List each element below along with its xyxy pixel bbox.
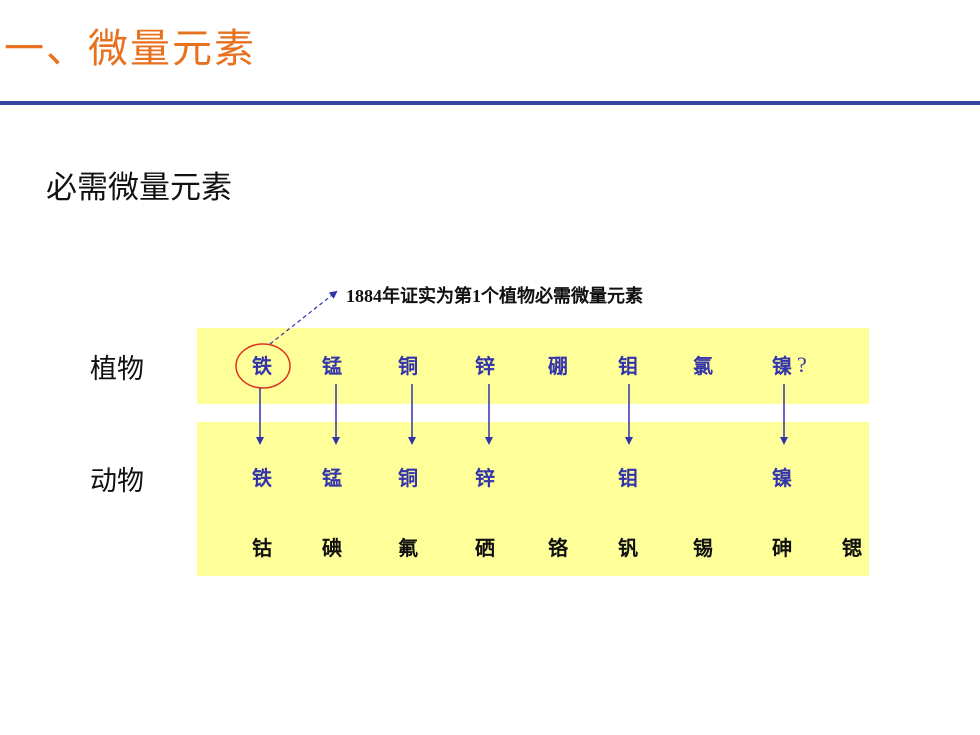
animal-element-cu: 铜	[398, 466, 418, 490]
extra-element-sn: 锡	[693, 536, 713, 560]
plant-element-mo: 钼	[618, 354, 638, 378]
plant-row-label: 植物	[90, 354, 144, 385]
plant-element-b: 硼	[548, 354, 568, 378]
slide-title: 一、微量元素	[4, 26, 256, 72]
extra-element-sr: 锶	[842, 536, 862, 560]
extra-element-i: 碘	[322, 536, 342, 560]
question-mark: ?	[797, 352, 807, 377]
animal-row-label: 动物	[90, 466, 144, 497]
animal-element-mn: 锰	[322, 466, 342, 490]
annotation-note: 1884年证实为第1个植物必需微量元素	[346, 286, 643, 306]
plant-element-cl: 氯	[693, 354, 713, 378]
animal-element-mo: 钼	[618, 466, 638, 490]
extra-element-cr: 铬	[548, 536, 568, 560]
animal-element-ni: 镍	[772, 466, 792, 490]
extra-element-as: 砷	[772, 536, 792, 560]
highlight-circle	[235, 343, 291, 389]
animal-band	[197, 422, 869, 576]
extra-element-v: 钒	[618, 536, 638, 560]
plant-element-zn: 锌	[475, 354, 495, 378]
animal-element-zn: 锌	[475, 466, 495, 490]
animal-element-fe: 铁	[252, 466, 272, 490]
plant-element-mn: 锰	[322, 354, 342, 378]
plant-element-cu: 铜	[398, 354, 418, 378]
extra-element-co: 钴	[252, 536, 272, 560]
plant-band	[197, 328, 869, 404]
annotation-pointer	[269, 290, 338, 345]
extra-element-f: 氟	[398, 536, 418, 560]
plant-element-fe: 铁	[252, 354, 272, 378]
slide-subtitle: 必需微量元素	[46, 170, 232, 206]
plant-element-ni: 镍	[772, 354, 792, 378]
extra-element-se: 硒	[475, 536, 495, 560]
title-divider	[0, 101, 980, 105]
